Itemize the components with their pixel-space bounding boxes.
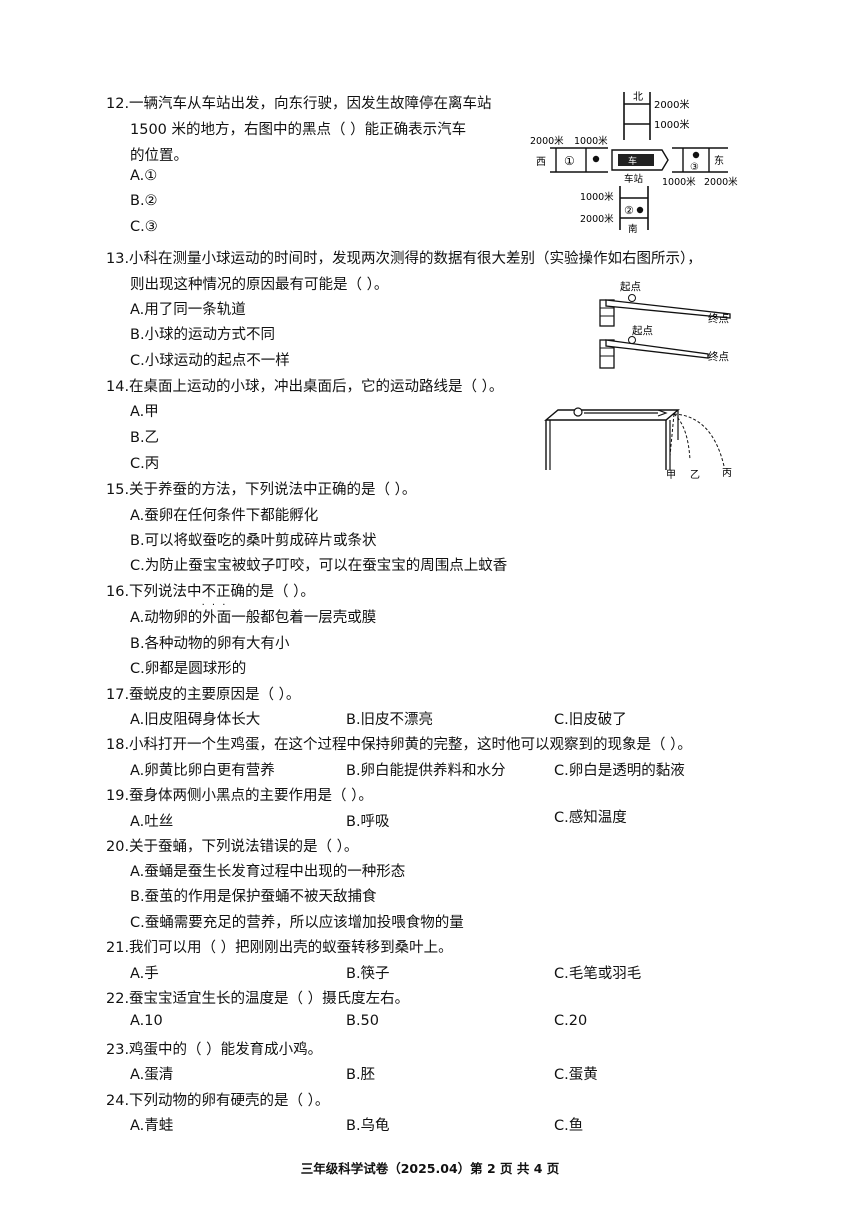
q15-option-b[interactable]: B.可以将蚁蚕吃的桑叶剪成碎片或条状 [130,533,377,549]
q21-option-b[interactable]: B.筷子 [346,966,390,982]
q13-option-a[interactable]: A.用了同一条轨道 [130,302,246,318]
q12-dot-south [636,206,644,214]
q13-end-label-1: 终点 [708,312,729,325]
q14-stem: 14.在桌面上运动的小球，冲出桌面后，它的运动路线是（ ）。 [106,379,504,395]
q16-option-b[interactable]: B.各种动物的卵有大有小 [130,636,290,652]
q12-east-label: 东 [714,154,724,167]
q12-north-1000: 1000米 [654,118,689,131]
q12-north-2000: 2000米 [654,98,689,111]
q23-option-c[interactable]: C.蛋黄 [554,1067,598,1083]
q17-option-c[interactable]: C.旧皮破了 [554,712,627,728]
q20-option-c[interactable]: C.蚕蛹需要充足的营养，所以应该增加投喂食物的量 [130,915,464,931]
q14-path-yi: 乙 [690,469,700,481]
q16-stem-post: 的是（ ）。 [245,584,315,600]
q13-option-c[interactable]: C.小球运动的起点不一样 [130,353,290,369]
q12-map-figure: 北 2000米 1000米 2000米 1000米 西 ① 车 车站 ③ [530,91,738,235]
q12-stem-line2: 1500 米的地方，右图中的黑点（ ）能正确表示汽车 [130,122,467,138]
q19-option-b[interactable]: B.呼吸 [346,814,390,830]
q20-stem: 20.关于蚕蛹，下列说法错误的是（ ）。 [106,839,359,855]
q13-stem-line1: 13.小科在测量小球运动的时间时，发现两次测得的数据有很大差别（实验操作如右图所… [106,251,702,267]
q24-option-a[interactable]: A.青蛙 [130,1118,174,1134]
q12-marker-2: ② [624,204,634,217]
q20-option-a[interactable]: A.蚕蛹是蚕生长发育过程中出现的一种形态 [130,864,406,880]
q18-option-a[interactable]: A.卵黄比卵白更有营养 [130,763,275,779]
q18-option-b[interactable]: B.卵白能提供养料和水分 [346,763,506,779]
q12-south-label: 南 [628,223,638,235]
q12-south-1000: 1000米 [580,191,614,203]
q24-option-c[interactable]: C.鱼 [554,1118,584,1134]
q12-north-label: 北 [633,91,643,103]
q18-option-c[interactable]: C.卵白是透明的黏液 [554,763,685,779]
q14-option-c[interactable]: C.丙 [130,456,160,472]
q22-stem: 22.蚕宝宝适宜生长的温度是（ ）摄氏度左右。 [106,991,410,1007]
q13-end-label-2: 终点 [708,350,729,363]
q17-option-b[interactable]: B.旧皮不漂亮 [346,712,434,728]
q12-option-c[interactable]: C.③ [130,219,158,235]
q12-option-b[interactable]: B.② [130,193,158,209]
q24-stem: 24.下列动物的卵有硬壳的是（ ）。 [106,1093,330,1109]
q19-stem: 19.蚕身体两侧小黑点的主要作用是（ ）。 [106,788,373,804]
q12-station-label: 车站 [624,173,644,185]
q16-stem: 16.下列说法中不正确的是（ ）。 [106,580,315,601]
q18-stem: 18.小科打开一个生鸡蛋，在这个过程中保持卵黄的完整，这时他可以观察到的现象是（… [106,737,692,753]
q16-option-a[interactable]: A.动物卵的外面一般都包着一层壳或膜 [130,610,377,626]
q13-option-b[interactable]: B.小球的运动方式不同 [130,327,276,343]
q13-stem-line2: 则出现这种情况的原因最有可能是（ ）。 [130,277,389,293]
q14-path-bing: 丙 [722,468,732,479]
q15-option-c[interactable]: C.为防止蚕宝宝被蚊子叮咬，可以在蚕宝宝的周围点上蚊香 [130,558,508,574]
q21-option-a[interactable]: A.手 [130,966,159,982]
q23-option-b[interactable]: B.胚 [346,1067,376,1083]
q19-option-c[interactable]: C.感知温度 [554,810,627,826]
q19-option-a[interactable]: A.吐丝 [130,814,174,830]
q24-option-b[interactable]: B.乌龟 [346,1118,390,1134]
q12-west-2000: 2000米 [530,135,564,147]
q14-option-b[interactable]: B.乙 [130,430,160,446]
q14-table-figure: 甲 乙 丙 [544,407,732,481]
q22-option-a[interactable]: A.10 [130,1013,163,1029]
q13-start-label-1: 起点 [620,281,641,293]
q12-stem-line3: 的位置。 [130,148,188,164]
q21-stem: 21.我们可以用（ ）把刚刚出壳的蚁蚕转移到桑叶上。 [106,940,453,956]
q20-option-b[interactable]: B.蚕茧的作用是保护蚕蛹不被天敌捕食 [130,889,377,905]
q12-option-a[interactable]: A.① [130,168,158,184]
q16-option-c[interactable]: C.卵都是圆球形的 [130,661,247,677]
q12-dot-west [592,155,600,163]
q14-option-a[interactable]: A.甲 [130,404,159,420]
q21-option-c[interactable]: C.毛笔或羽毛 [554,966,642,982]
page-footer: 三年级科学试卷（2025.04）第 2 页 共 4 页 [300,1161,560,1176]
q12-stem-line1: 12.一辆汽车从车站出发，向东行驶，因发生故障停在离车站 [106,96,492,112]
q12-marker-3: ③ [690,162,699,173]
q12-west-1000: 1000米 [574,135,608,147]
q15-option-a[interactable]: A.蚕卵在任何条件下都能孵化 [130,508,319,524]
q23-option-a[interactable]: A.蛋清 [130,1067,174,1083]
svg-text:车: 车 [628,155,637,167]
q15-stem: 15.关于养蚕的方法，下列说法中正确的是（ ）。 [106,482,417,498]
q12-east-1000: 1000米 [662,176,696,188]
q13-start-label-2: 起点 [632,325,653,337]
q16-stem-pre: 16.下列说法中 [106,584,202,600]
q14-path-jia: 甲 [666,470,676,481]
q22-option-b[interactable]: B.50 [346,1013,380,1029]
q13-ramp-figure: 起点 终点 起点 终点 [599,281,731,369]
q17-stem: 17.蚕蜕皮的主要原因是（ ）。 [106,687,301,703]
q12-south-2000: 2000米 [580,213,614,225]
q12-marker-1: ① [564,154,575,168]
q12-dot-east [692,151,700,159]
q22-option-c[interactable]: C.20 [554,1013,588,1029]
q12-west-label: 西 [536,157,546,168]
q23-stem: 23.鸡蛋中的（ ）能发育成小鸡。 [106,1042,323,1058]
q16-stem-emphasis: 不正确 [202,584,246,600]
q12-east-2000: 2000米 [704,176,738,188]
q17-option-a[interactable]: A.旧皮阻碍身体长大 [130,712,261,728]
